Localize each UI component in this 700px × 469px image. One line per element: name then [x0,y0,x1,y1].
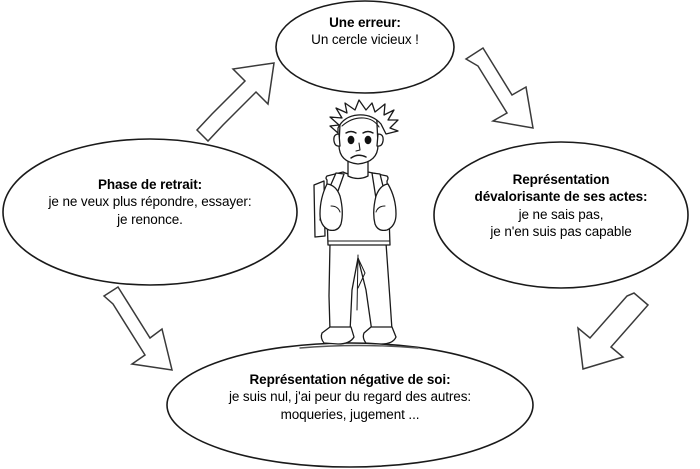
node-une-erreur-line-1: Un cercle vicieux ! [311,32,419,48]
right-ear [376,133,384,147]
node-phase-de-retrait-line-2: je renonce. [117,211,183,227]
node-representation-devalorisante-label[interactable]: Représentation dévalorisante de ses acte… [434,171,688,240]
right-arm [373,183,397,232]
node-une-erreur-label[interactable]: Une erreur: Un cercle vicieux ! [276,14,454,49]
node-representation-negative-de-soi-line-1: je suis nul, j'ai peur du regard des aut… [228,389,472,405]
hair-fringe [341,117,380,128]
right-eyebrow [362,130,374,134]
node-representation-devalorisante-title-1: Représentation [512,172,610,187]
node-une-erreur-ellipse[interactable] [275,0,455,94]
node-phase-de-retrait-line-1: je ne veux plus répondre, essayer: [48,194,252,210]
worried-schoolboy-illustration [299,99,419,349]
node-representation-devalorisante-line-2: je n'en suis pas capable [490,223,632,239]
node-representation-devalorisante-ellipse[interactable] [433,141,689,289]
right-hand-crease [375,205,386,213]
trouser-inseam [357,257,366,289]
ground-line [299,344,419,349]
node-representation-devalorisante-title-2: dévalorisante de ses actes: [474,189,648,205]
nose [355,142,361,152]
node-representation-negative-de-soi-title: Représentation négative de soi: [249,372,451,387]
node-representation-devalorisante-line-1: je ne sais pas, [518,206,604,222]
trousers [328,242,393,333]
node-representation-negative-de-soi-ellipse[interactable] [166,342,534,468]
left-shoe [320,326,355,345]
node-representation-negative-de-soi-label[interactable]: Représentation négative de soi: je suis … [167,371,533,423]
arrow-bottom-left-to-top [195,62,275,143]
left-hand-crease [330,205,341,213]
neck [347,159,369,180]
node-phase-de-retrait-ellipse[interactable] [2,138,298,286]
node-representation-negative-de-soi-line-2: moqueries, jugement ... [280,406,420,422]
arrow-right-to-bottom [577,292,650,370]
node-phase-de-retrait-label[interactable]: Phase de retrait: je ne veux plus répond… [3,176,297,228]
right-eye [364,135,372,145]
node-phase-de-retrait-title: Phase de retrait: [97,177,203,192]
right-shoe [362,326,397,345]
left-eye [347,135,355,145]
left-eyebrow [345,130,357,134]
mouth [350,154,367,159]
left-ear [333,133,341,147]
trouser-crease [356,254,359,311]
node-une-erreur-title: Une erreur: [329,15,401,30]
hair [329,99,399,135]
left-arm [319,183,343,232]
arrow-top-to-right [464,46,534,129]
arrow-left-to-bottom [102,285,173,371]
